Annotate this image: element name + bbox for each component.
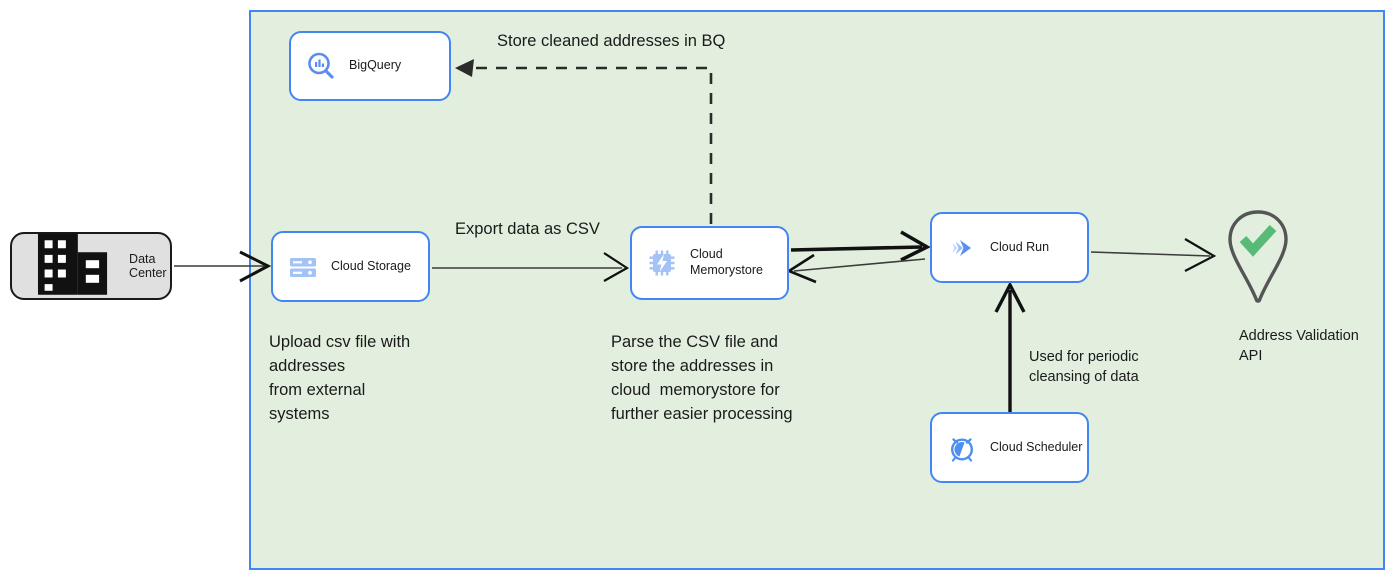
node-label-cloud-memorystore: Cloud Memorystore	[690, 247, 763, 277]
cloud-storage-buckets-icon	[290, 257, 316, 277]
map-pin-check-icon	[1228, 210, 1288, 303]
node-cloud-storage[interactable]: Cloud Storage	[271, 231, 430, 302]
node-bigquery[interactable]: BigQuery	[289, 31, 451, 101]
node-label-cloud-scheduler: Cloud Scheduler	[990, 439, 1083, 454]
node-label-bigquery: BigQuery	[349, 58, 402, 73]
node-label-cloud-run: Cloud Run	[990, 239, 1050, 254]
caption-upload-csv: Upload csv file with addresses from exte…	[269, 333, 411, 423]
edge-label-export-csv: Export data as CSV	[455, 220, 600, 238]
office-building-icon	[37, 234, 108, 296]
caption-parse-csv: Parse the CSV file and store the address…	[611, 333, 793, 423]
bigquery-magnifier-bar-chart-icon	[308, 52, 334, 79]
cloud-scheduler-alarm-clock-icon	[950, 437, 974, 462]
node-label-cloud-storage: Cloud Storage	[331, 258, 411, 273]
node-data-center[interactable]: Data Center	[10, 232, 172, 300]
node-address-validation-api[interactable]	[1222, 206, 1294, 308]
edge-label-store-bq: Store cleaned addresses in BQ	[497, 32, 726, 50]
node-cloud-run[interactable]: Cloud Run	[930, 212, 1089, 283]
node-cloud-scheduler[interactable]: Cloud Scheduler	[930, 412, 1089, 483]
google-cloud-boundary	[249, 10, 1385, 570]
cloud-run-chevron-icon	[952, 239, 971, 256]
edge-label-periodic-cleansing: Used for periodic cleansing of data	[1029, 349, 1139, 386]
memorystore-chip-bolt-icon	[649, 250, 675, 276]
node-label-data-center: Data Center	[129, 252, 167, 280]
node-cloud-memorystore[interactable]: Cloud Memorystore	[630, 226, 789, 300]
label-address-validation-api: Address Validation API	[1239, 328, 1359, 365]
